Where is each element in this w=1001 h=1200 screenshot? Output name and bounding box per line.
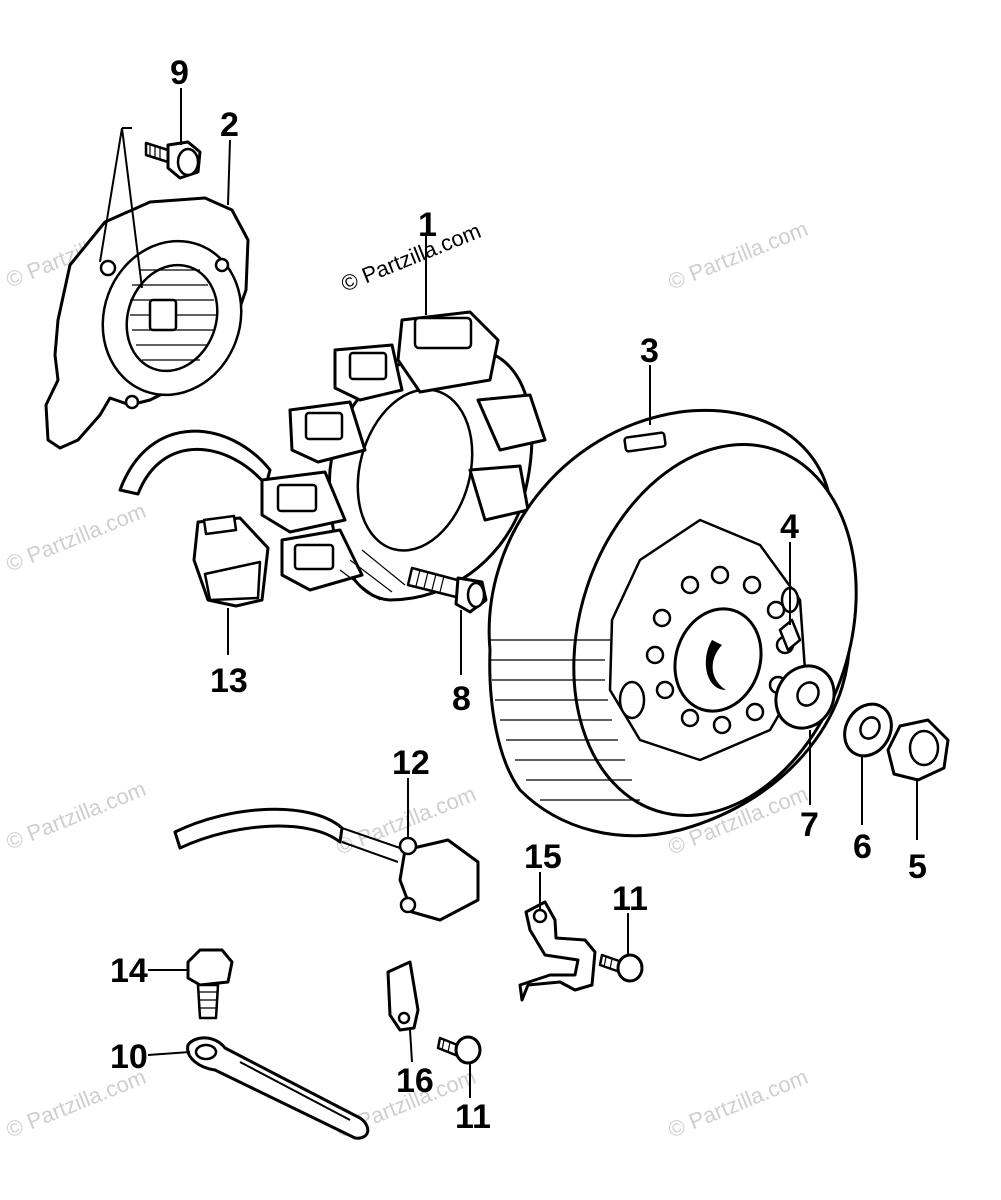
bracket-part-15 [518, 900, 597, 1002]
callout-9: 9 [170, 54, 189, 92]
flywheel-part [487, 408, 858, 838]
callout-5: 5 [908, 848, 927, 886]
screw-part-11b [436, 1035, 482, 1065]
callout-11-upper: 11 [612, 880, 648, 918]
callout-2: 2 [220, 106, 239, 144]
leader-lines [147, 88, 918, 1098]
watermark: © Partzilla.com [3, 776, 150, 855]
callout-10: 10 [110, 1038, 148, 1076]
callout-1: 1 [418, 206, 437, 244]
callout-15: 15 [524, 838, 562, 876]
screw-part-11 [598, 953, 644, 983]
stator-part [260, 310, 547, 602]
callout-11-lower: 11 [455, 1098, 491, 1136]
screw-part-9 [144, 140, 202, 180]
bolt-part-8 [406, 566, 488, 614]
callout-6: 6 [853, 828, 872, 866]
washer-part-6 [843, 702, 893, 758]
watermark: © Partzilla.com [3, 498, 150, 577]
pickup-coil-part-12 [173, 807, 480, 922]
callout-16: 16 [396, 1062, 434, 1100]
plate-part-16 [386, 960, 420, 1032]
stator-wire [118, 429, 272, 496]
callout-7: 7 [800, 806, 819, 844]
callout-labels: 1 2 3 4 5 6 7 8 9 10 11 11 12 13 14 15 1… [110, 54, 927, 1136]
strap-part-10 [186, 1036, 370, 1140]
callout-14: 14 [110, 952, 148, 990]
callout-3: 3 [640, 332, 659, 370]
watermark: © Partzilla.com [665, 1064, 812, 1143]
watermark: © Partzilla.com [665, 216, 812, 295]
callout-4: 4 [780, 508, 799, 546]
bolt-part-14 [186, 948, 234, 1020]
key-part-4 [778, 618, 802, 652]
clip-part-13 [192, 514, 270, 608]
callout-13: 13 [210, 662, 248, 700]
base-plate-part [44, 196, 250, 450]
callout-12: 12 [392, 744, 430, 782]
washer-part-7 [774, 664, 836, 730]
nut-part-5 [886, 718, 950, 782]
leader-line [99, 127, 143, 289]
callout-8: 8 [452, 680, 471, 718]
copyright-text: © Partzilla.com [338, 218, 485, 297]
